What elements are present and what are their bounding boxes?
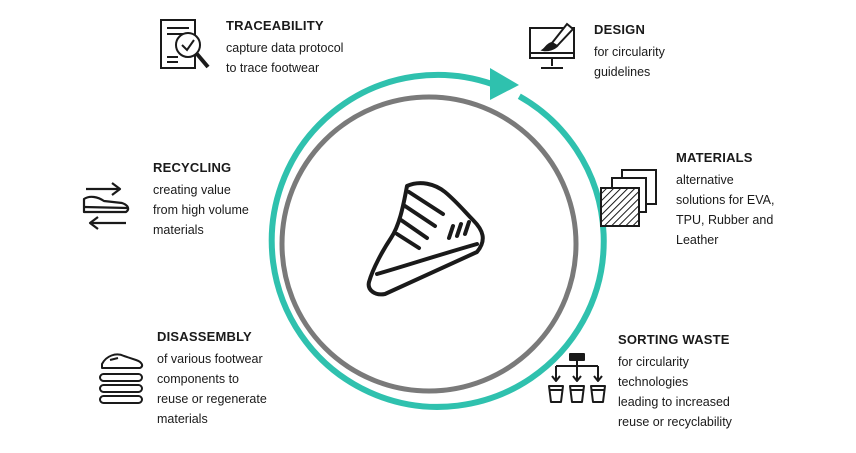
sneaker-icon [366, 181, 485, 297]
recycling-block: RECYCLING creating value from high volum… [153, 160, 249, 240]
cycle-arrowhead [490, 68, 519, 100]
disassembly-desc: of various footwear components to reuse … [157, 352, 267, 426]
disassembly-title: DISASSEMBLY [157, 329, 252, 344]
materials-block: MATERIALS alternative solutions for EVA,… [676, 150, 774, 250]
monitor-paintbrush-icon [529, 22, 575, 69]
recycling-desc: creating value from high volume material… [153, 183, 249, 237]
materials-title: MATERIALS [676, 150, 753, 165]
design-block: DESIGN for circularity guidelines [594, 22, 665, 82]
sorting-waste-title: SORTING WASTE [618, 332, 730, 347]
inner-ring [279, 94, 579, 394]
outer-cycle-arc [268, 71, 607, 410]
design-title: DESIGN [594, 22, 646, 37]
traceability-desc: capture data protocol to trace footwear [226, 41, 344, 75]
sorting-bins-icon [548, 353, 606, 403]
traceability-title: TRACEABILITY [226, 18, 324, 33]
sorting-waste-block: SORTING WASTE for circularity technologi… [618, 332, 732, 432]
materials-desc: alternative solutions for EVA, TPU, Rubb… [676, 173, 775, 247]
sorting-waste-desc: for circularity technologies leading to … [618, 355, 732, 429]
stacked-shoe-parts-icon [99, 353, 144, 404]
recycling-title: RECYCLING [153, 160, 232, 175]
traceability-block: TRACEABILITY capture data protocol to tr… [226, 18, 343, 78]
disassembly-block: DISASSEMBLY of various footwear componen… [157, 329, 267, 429]
design-desc: for circularity guidelines [594, 45, 665, 79]
material-swatches-icon [600, 169, 657, 227]
document-magnifier-icon [160, 19, 210, 69]
shoe-recycle-arrows-icon [82, 182, 130, 230]
